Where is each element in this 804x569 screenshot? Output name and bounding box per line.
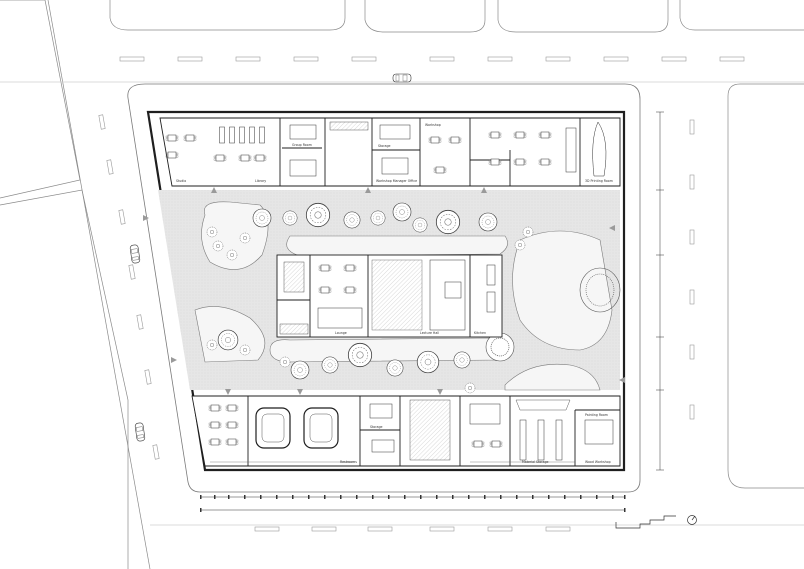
tree-icon (347, 342, 373, 368)
tree-icon (343, 211, 361, 229)
tree-icon (282, 210, 298, 226)
tree-icon (321, 356, 339, 374)
tree-icon (464, 382, 476, 394)
tree-icon (412, 217, 428, 233)
room-label: Storage (370, 425, 383, 429)
room-label: Studio (176, 179, 186, 183)
tree-icon (217, 329, 239, 351)
room-label: Material Storage (522, 460, 548, 464)
scale-bar-icon (615, 515, 676, 529)
tree-icon (239, 344, 251, 356)
top-wing (159, 117, 621, 187)
room-label: Lounge (335, 331, 347, 335)
tree-icon (239, 232, 251, 244)
top-wing-furniture (165, 121, 607, 177)
lawn-areas (194, 201, 613, 391)
tree-icon (435, 209, 461, 235)
north-arrow-icon (687, 515, 697, 525)
road-markings (98, 56, 745, 532)
room-label: Group Room (292, 143, 312, 147)
central-labels: Lounge Lecture Hall Kitchen (335, 331, 486, 335)
tree-icon (206, 339, 218, 351)
central-furniture (279, 259, 496, 335)
tree-icon (522, 226, 534, 238)
room-label: 3D Printing Room (585, 179, 613, 183)
tree-icon (279, 356, 291, 368)
room-label: Painting Room (585, 413, 608, 417)
tree-icon (212, 240, 224, 252)
plaza-circle (485, 267, 621, 362)
room-label: Storage (378, 144, 391, 148)
tree-icon (416, 350, 440, 374)
bottom-wing-labels: Storage Restrooms Material Storage Wood … (340, 413, 611, 464)
room-label: Kitchen (474, 331, 486, 335)
car-icon (392, 73, 412, 83)
tree-icon (226, 249, 238, 261)
top-wing-labels: Studio Group Room Library Storage Worksh… (176, 123, 613, 183)
tree-icon (305, 202, 331, 228)
room-label: Lecture Hall (420, 331, 439, 335)
tree-icon (290, 360, 310, 380)
car-icon (129, 244, 141, 264)
tree-icon (206, 226, 218, 238)
car-icon (134, 422, 146, 442)
tree-icon (386, 359, 404, 377)
bottom-wing-furniture (208, 399, 614, 463)
room-label: Workshop Manager Office (376, 179, 417, 183)
tree-icon (514, 239, 526, 251)
tree-icon (370, 210, 386, 226)
dimension-lines (200, 111, 664, 511)
room-label: Workshop (425, 123, 441, 127)
room-label: Wood Workshop (585, 460, 611, 464)
room-label: Library (255, 179, 266, 183)
tree-icon (453, 351, 471, 369)
tree-icon (252, 208, 272, 228)
tree-icon (478, 212, 498, 232)
bottom-wing (191, 395, 621, 467)
tree-icon (392, 202, 412, 222)
room-label: Restrooms (340, 460, 357, 464)
dimension-ticks (200, 495, 626, 512)
